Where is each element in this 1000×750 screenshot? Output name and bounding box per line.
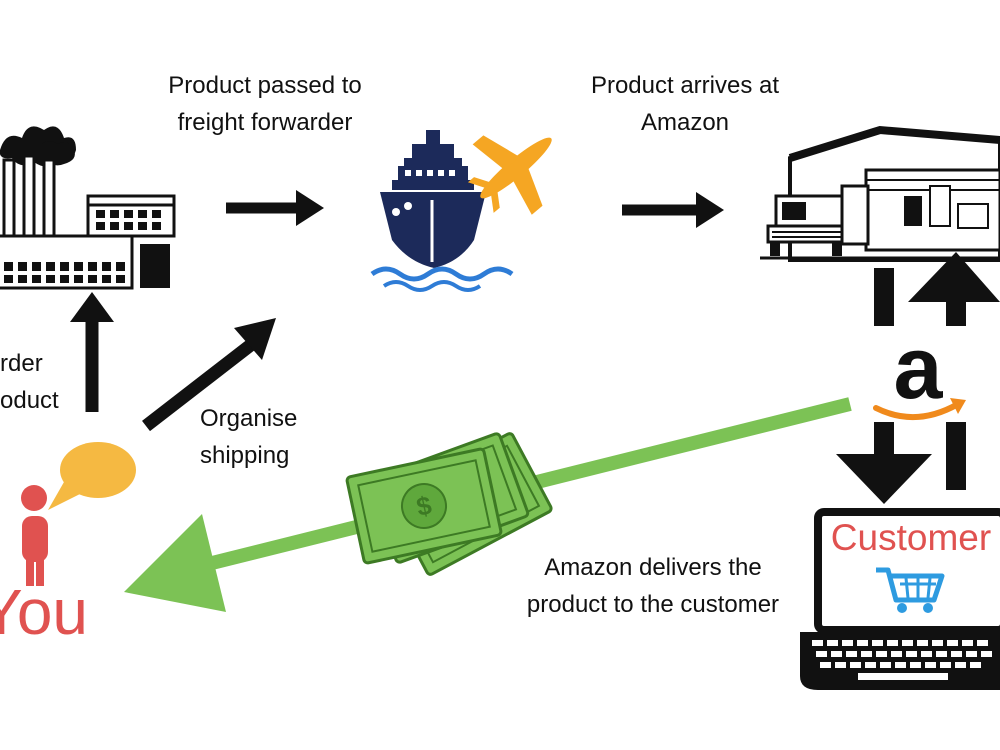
arrow-you-to-factory xyxy=(70,292,114,412)
money-icon: $ xyxy=(345,432,553,576)
label-delivers-line-1: Amazon delivers the xyxy=(544,554,762,581)
amazon-logo-letter: a xyxy=(893,318,943,417)
speech-bubble-icon xyxy=(48,442,136,510)
shopping-cart-icon xyxy=(876,567,945,613)
ship-icon xyxy=(370,130,514,292)
svg-text:$: $ xyxy=(414,490,435,522)
label-arrives-line-2: Amazon xyxy=(640,109,730,136)
you-label: You xyxy=(0,576,88,648)
label-delivers-line-2: product to the customer xyxy=(526,591,780,618)
arrow-factory-to-ship xyxy=(226,190,324,226)
label-arrives-line-1: Product arrives at xyxy=(590,72,780,99)
label-order-line-1: rder xyxy=(0,350,43,377)
person-icon xyxy=(21,485,48,586)
label-organise-line-1: Organise xyxy=(200,405,298,432)
label-passed-line-2: freight forwarder xyxy=(177,109,353,136)
label-arrives-at-amazon: Product arrives at Amazon xyxy=(560,67,810,141)
label-passed-line-1: Product passed to xyxy=(168,72,362,99)
warehouse-icon xyxy=(760,125,1000,262)
amazon-logo-icon xyxy=(868,326,974,422)
label-order-line-2: oduct xyxy=(0,387,59,414)
label-passed-to-forwarder: Product passed to freight forwarder xyxy=(140,67,390,141)
label-organise-shipping: Organise shipping xyxy=(200,400,297,474)
label-organise-line-2: shipping xyxy=(200,442,290,469)
arrow-ship-to-warehouse xyxy=(622,192,724,228)
factory-icon xyxy=(0,126,176,290)
customer-label: Customer xyxy=(830,517,992,558)
label-order-product: rder oduct xyxy=(0,345,59,419)
airplane-icon xyxy=(467,135,552,215)
laptop-icon xyxy=(800,508,1000,690)
label-amazon-delivers: Amazon delivers the product to the custo… xyxy=(500,549,806,623)
arrow-you-to-shipping xyxy=(142,318,276,432)
